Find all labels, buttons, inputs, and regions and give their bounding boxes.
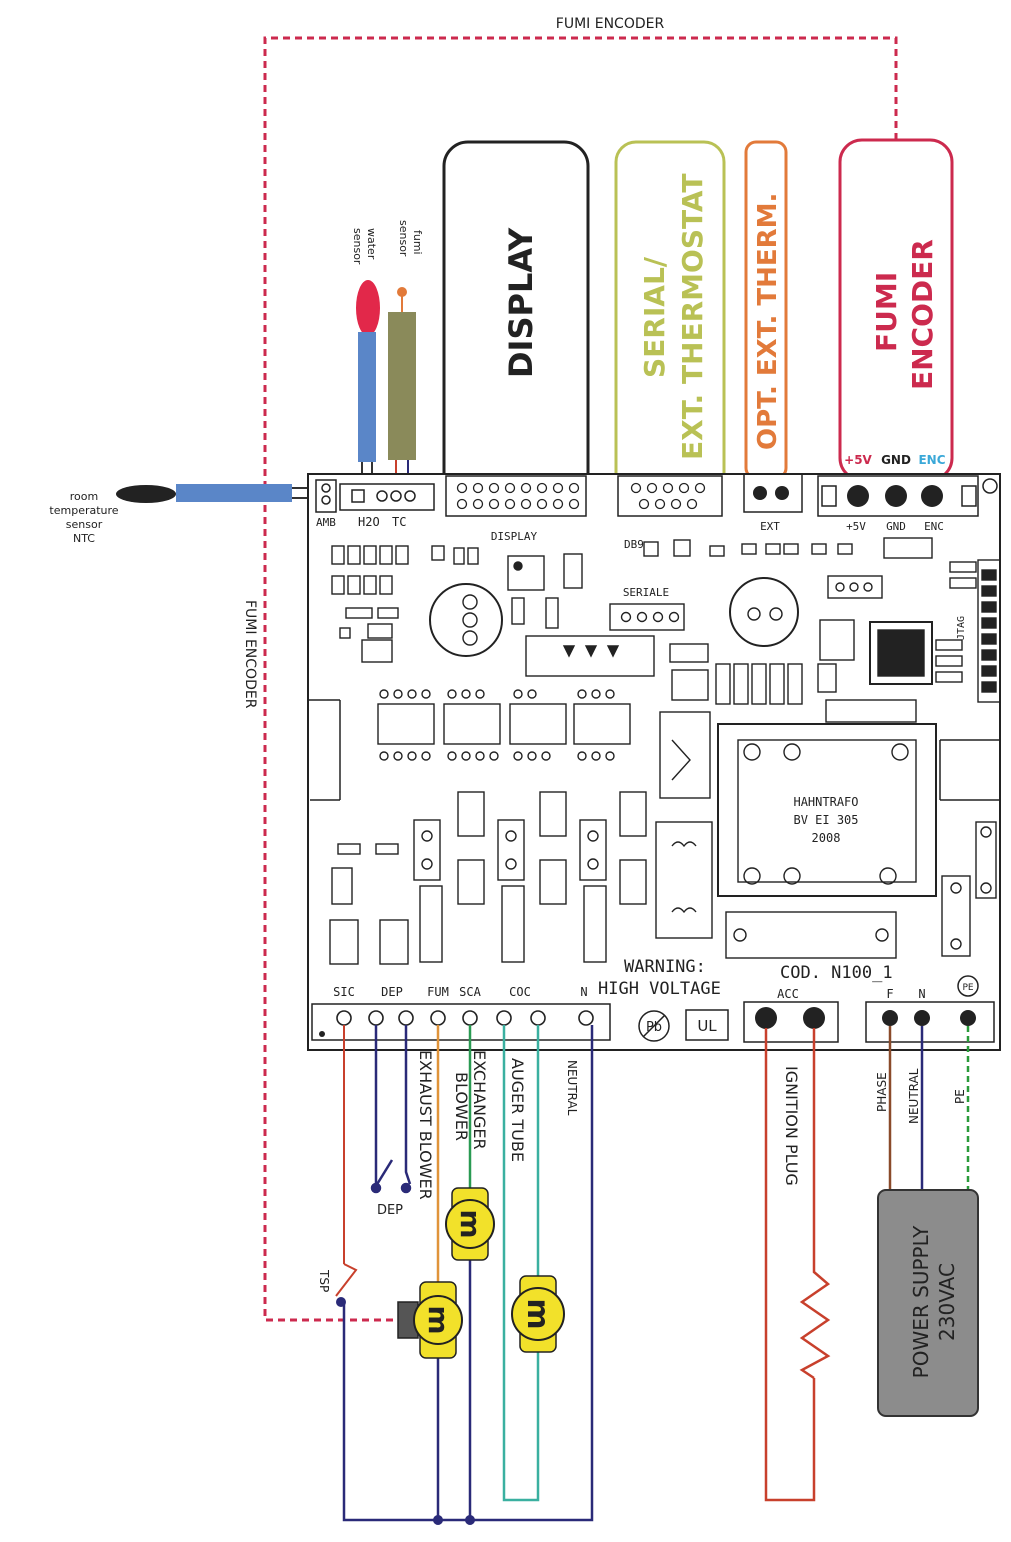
warning-line-2: HIGH VOLTAGE: [598, 979, 721, 999]
silk-enc: ENC: [924, 520, 944, 533]
junction-sca: [465, 1515, 475, 1525]
term-acc: ACC: [777, 987, 799, 1001]
trafo-line-3: 2008: [812, 831, 841, 845]
water-sensor-label-1: water: [365, 228, 378, 260]
water-sensor: [356, 280, 380, 490]
sensor-header: [339, 483, 435, 511]
silk-db9: DB9: [624, 538, 644, 551]
db9-header: [617, 475, 723, 517]
term-coc: COC: [509, 985, 531, 999]
phase-label: PHASE: [875, 1072, 889, 1112]
trafo-line-1: HAHNTRAFO: [793, 795, 858, 809]
room-sensor: [116, 484, 330, 503]
pb-text: Pb: [646, 1020, 662, 1035]
serial-label-1: SERIAL/: [638, 256, 671, 378]
term-sca: SCA: [459, 985, 481, 999]
pe-mark: PE: [957, 975, 979, 997]
trafo-line-2: BV EI 305: [793, 813, 858, 827]
ext-header: [743, 473, 803, 513]
serial-label-2: EXT. THERMOSTAT: [676, 173, 709, 460]
exhaust-blower-label: EXHAUST BLOWER: [416, 1050, 435, 1200]
power-supply-label-2: 230VAC: [935, 1263, 959, 1341]
opt-label: OPT. EXT. THERM.: [753, 193, 783, 450]
side-link-label: FUMI ENCODER: [242, 600, 258, 709]
silk-display: DISPLAY: [491, 530, 538, 543]
fumi-header: [817, 475, 998, 517]
fumi-sensor: [388, 287, 416, 494]
pe-mark-text: PE: [962, 983, 973, 993]
term-dep: DEP: [381, 985, 403, 999]
ul-text: UL: [697, 1017, 717, 1035]
top-link-label: FUMI ENCODER: [556, 16, 665, 32]
room-sensor-line-3: sensor: [66, 518, 103, 531]
terminal-block-ignition: [743, 1001, 839, 1043]
power-supply: POWER SUPPLY 230VAC: [877, 1189, 979, 1417]
pe-label: PE: [953, 1089, 967, 1104]
terminal-block-power: [865, 1001, 995, 1043]
fumi-pin-enc: ENC: [918, 453, 945, 467]
ignition-plug-label: IGNITION PLUG: [782, 1066, 801, 1186]
exchanger-label-2: BLOWER: [452, 1072, 471, 1141]
auger-motor-glyph: m: [520, 1298, 555, 1329]
term-n: N: [580, 985, 587, 999]
fumi-label-1: FUMI: [870, 272, 903, 352]
display-connector: DISPLAY: [442, 140, 590, 526]
cod-label: COD. N100_1: [780, 963, 893, 983]
room-sensor-line-1: room: [70, 490, 98, 503]
tsp-label: TSP: [317, 1269, 331, 1292]
tsp-junction: [336, 1297, 346, 1307]
term-sic: SIC: [333, 985, 355, 999]
fumi-label-2: ENCODER: [906, 239, 939, 390]
serial-connector: SERIAL/ EXT. THERMOSTAT: [614, 140, 726, 526]
silk-h2o: H2O: [358, 515, 380, 529]
pcb-components: [329, 537, 1001, 965]
ignition-wire: [764, 1028, 831, 1502]
room-sensor-line-4: NTC: [73, 532, 95, 545]
coc-wire: [502, 1025, 540, 1502]
silk-5v: +5V: [846, 520, 866, 533]
dep-switch: [370, 1025, 412, 1194]
pb-free-mark: Pb: [638, 1010, 670, 1042]
fumi-pin-5v: +5V: [844, 453, 872, 467]
water-sensor-label-2: sensor: [351, 228, 364, 265]
auger-tube-label: AUGER TUBE: [508, 1058, 527, 1162]
exhaust-blower-motor: m: [397, 1281, 463, 1359]
neutral-label: NEUTRAL: [565, 1060, 579, 1116]
silk-gnd: GND: [886, 520, 906, 533]
term-f: F: [886, 987, 893, 1001]
terminal-block-main: [311, 1003, 611, 1041]
opt-ext-therm-connector: OPT. EXT. THERM.: [744, 140, 788, 480]
amb-header: [315, 479, 337, 513]
fumi-sensor-label-2: sensor: [397, 220, 410, 257]
exchanger-label-1: EXCHANGER: [470, 1050, 489, 1150]
auger-motor: m: [511, 1275, 565, 1353]
silk-tc: TC: [392, 515, 406, 529]
dep-component-label: DEP: [377, 1203, 403, 1218]
room-sensor-line-2: temperature: [49, 504, 118, 517]
warning-line-1: WARNING:: [624, 957, 706, 977]
silk-ext: EXT: [760, 520, 780, 533]
junction-fum: [433, 1515, 443, 1525]
term-n2: N: [918, 987, 925, 1001]
exchanger-motor-glyph: m: [454, 1209, 487, 1238]
silk-seriale: SERIALE: [623, 586, 669, 599]
fumi-encoder-connector: FUMI ENCODER +5V GND ENC: [838, 138, 954, 482]
display-label: DISPLAY: [502, 227, 540, 378]
ul-mark: UL: [685, 1009, 729, 1041]
silk-amb: AMB: [316, 516, 336, 529]
neutral-power-label: NEUTRAL: [907, 1068, 921, 1124]
fumi-encoder-link: [263, 36, 898, 1322]
exchanger-blower-motor: m: [445, 1187, 495, 1261]
exhaust-motor-glyph: m: [422, 1305, 455, 1334]
fumi-pin-gnd: GND: [881, 453, 911, 467]
display-header: [445, 475, 587, 517]
silk-jtag: JTAG: [956, 616, 967, 640]
fumi-sensor-label-1: fumi: [411, 230, 424, 255]
term-fum: FUM: [427, 985, 449, 999]
power-supply-label-1: POWER SUPPLY: [909, 1225, 933, 1378]
